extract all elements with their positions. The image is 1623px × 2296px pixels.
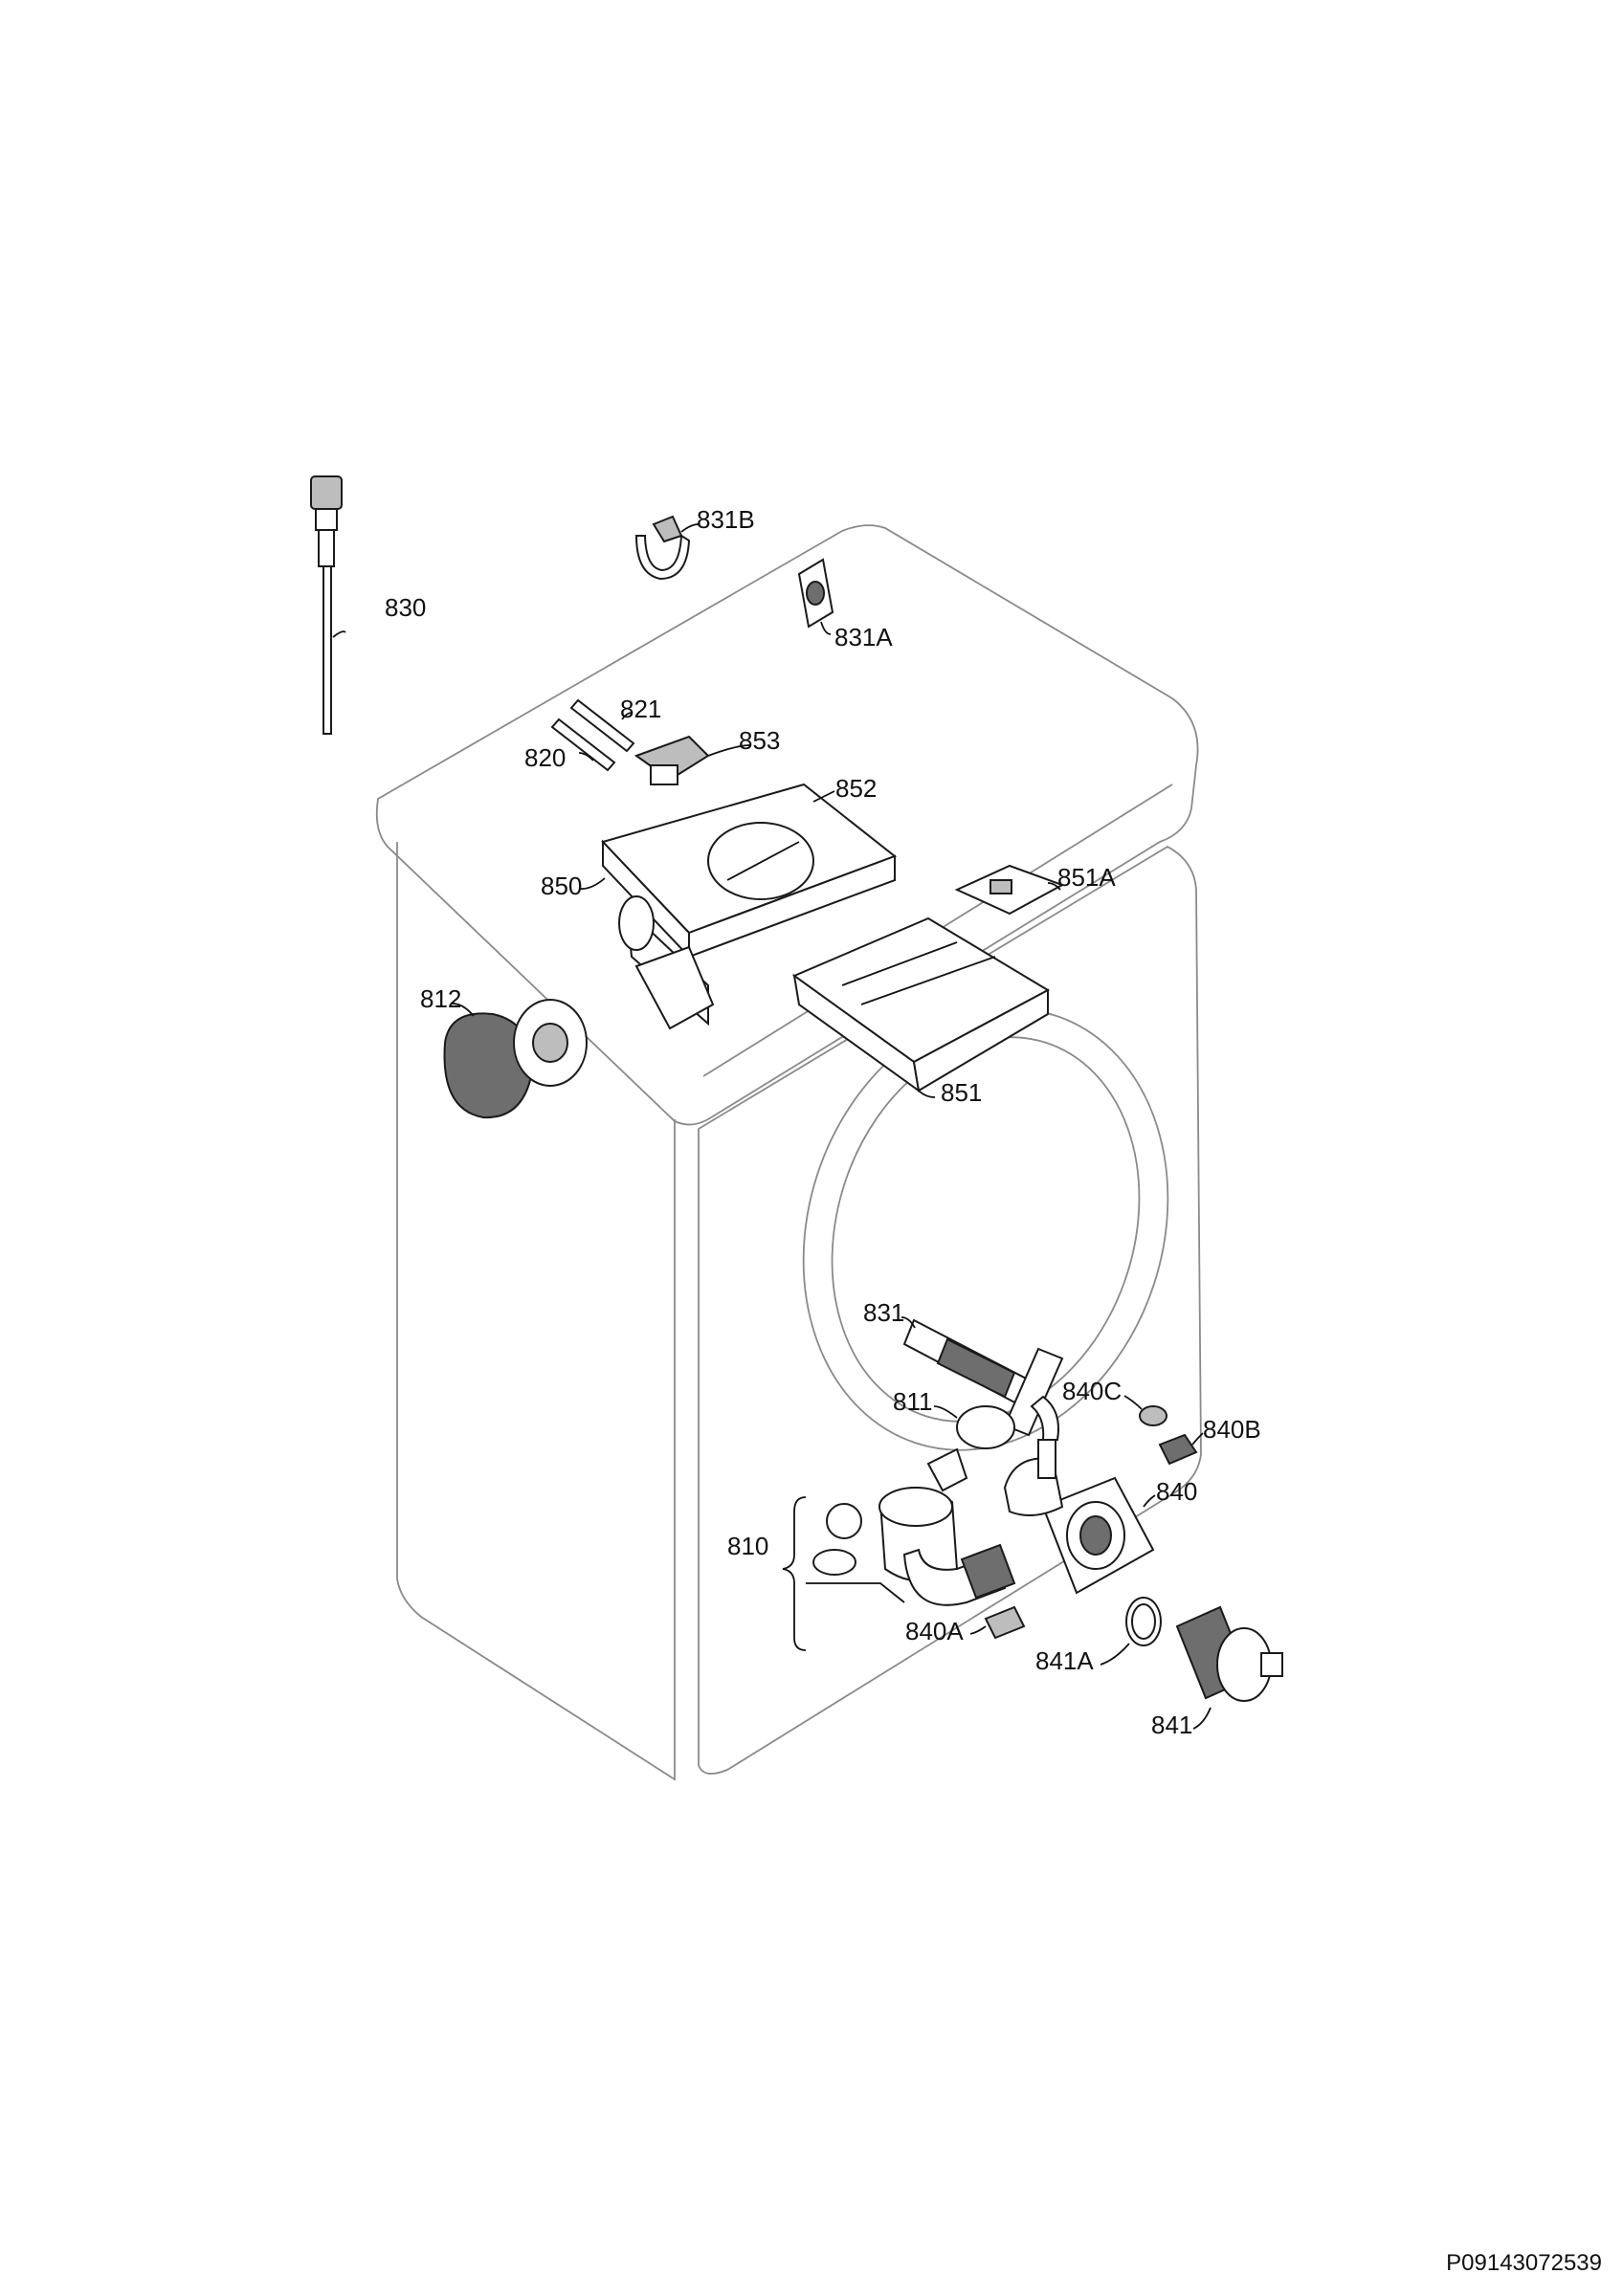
label-831A: 831A — [834, 623, 893, 651]
label-820: 820 — [524, 743, 566, 772]
label-841: 841 — [1151, 1711, 1192, 1739]
bracket-810 — [782, 1496, 807, 1651]
part-831B-hose-clip — [634, 515, 691, 581]
part-831A-bracket — [797, 558, 834, 629]
part-840-pump-housing — [1003, 1439, 1155, 1595]
part-labels: 830 831B 831A 821 820 853 852 850 851A 8… — [385, 505, 1261, 1739]
label-850: 850 — [541, 872, 582, 900]
label-841A: 841A — [1035, 1646, 1094, 1675]
drawing-reference-code: P09143072539 — [1446, 2250, 1602, 2276]
bracket-810-link — [806, 1582, 905, 1603]
label-851A: 851A — [1057, 863, 1116, 892]
cabinet-outline — [375, 524, 1202, 1781]
label-851: 851 — [941, 1078, 982, 1107]
label-831B: 831B — [697, 505, 755, 534]
part-831-811-drain-hose — [902, 1318, 1064, 1449]
part-840C-840B-small-parts — [1139, 1405, 1198, 1466]
part-850-852-dispenser-housing — [601, 783, 898, 1030]
part-812-bellows — [443, 999, 588, 1119]
part-830-inlet-hose — [310, 475, 343, 735]
part-840A-clip — [984, 1605, 1026, 1640]
label-840: 840 — [1156, 1477, 1197, 1506]
part-841A-841-filter — [1125, 1597, 1283, 1702]
label-853: 853 — [739, 726, 780, 755]
label-812: 812 — [420, 984, 461, 1013]
label-840A: 840A — [905, 1617, 964, 1645]
part-853-valve — [634, 735, 710, 785]
label-810: 810 — [727, 1532, 768, 1560]
label-831: 831 — [863, 1298, 904, 1327]
part-851A-cover — [954, 864, 1065, 916]
part-820-821-rods — [550, 698, 635, 772]
label-830: 830 — [385, 593, 426, 622]
label-821: 821 — [620, 695, 661, 723]
part-851-dispenser-drawer — [791, 916, 1051, 1093]
label-840C: 840C — [1062, 1377, 1122, 1405]
leader-lines — [332, 523, 1212, 1730]
label-840B: 840B — [1203, 1415, 1261, 1444]
label-852: 852 — [835, 774, 877, 803]
label-811: 811 — [893, 1387, 932, 1416]
part-810-pump-assembly — [812, 1447, 1016, 1606]
